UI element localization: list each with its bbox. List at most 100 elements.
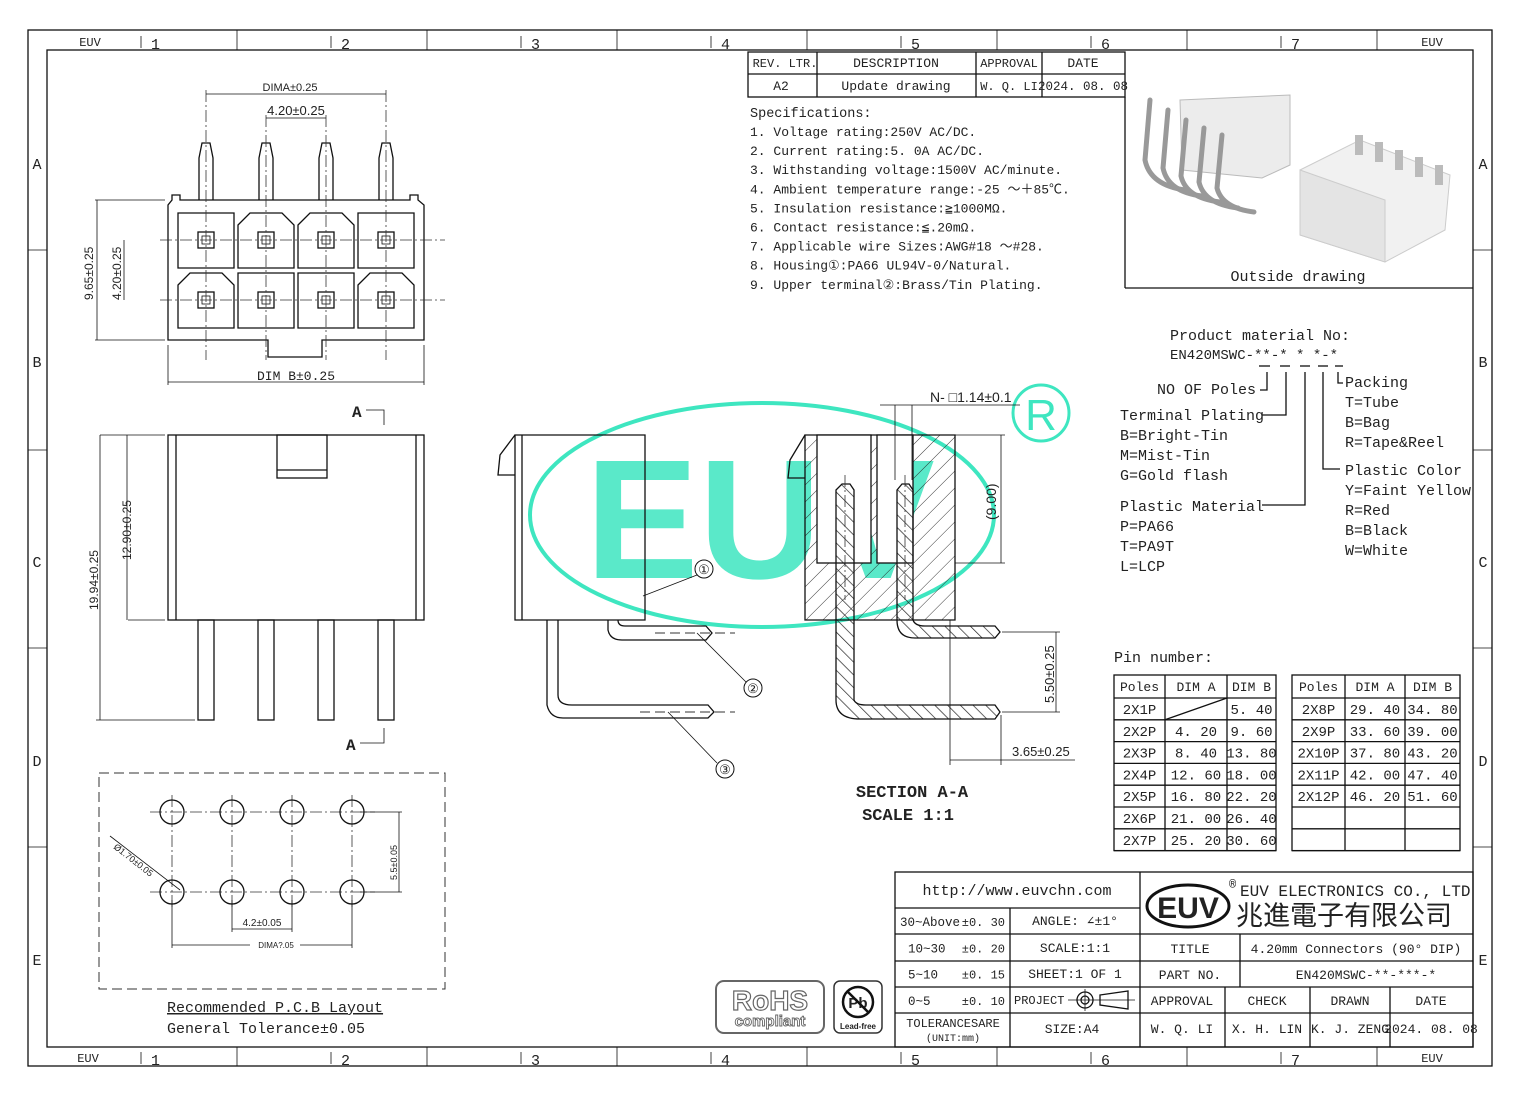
- logo-text: EUV: [1157, 892, 1219, 925]
- pin-table-title: Pin number:: [1114, 650, 1213, 667]
- tolerance-label: TOLERANCESARE: [906, 1017, 1000, 1031]
- pin-table-cell: 29. 40: [1350, 703, 1400, 719]
- zone-column-label: 5: [911, 1053, 920, 1070]
- plastic-material-option: L=LCP: [1120, 559, 1165, 576]
- pcb-hole: [219, 799, 245, 825]
- tolerance-range: 5~10: [908, 969, 938, 983]
- callout-2: ②: [747, 682, 759, 697]
- product-material-code-value: EN420MSWC-**-* * *-*: [1170, 348, 1338, 364]
- zone-row-label: B: [1478, 355, 1487, 372]
- specifications: Specifications: 1. Voltage rating:250V A…: [750, 107, 1070, 293]
- pin-table-header: Poles: [1299, 680, 1338, 695]
- zone-column-label: 1: [151, 37, 160, 54]
- side-profile-view: ① ② ③: [497, 434, 763, 779]
- euv-logo: EUV: [1145, 883, 1231, 929]
- zone-column-label: 1: [151, 1053, 160, 1070]
- part-no-label: PART NO.: [1159, 968, 1221, 983]
- company-name-cn: 兆進電子有限公司: [1236, 901, 1452, 931]
- website-url[interactable]: http://www.euvchn.com: [922, 883, 1111, 900]
- title-block: http://www.euvchn.com 30~Above±0. 3010~3…: [894, 871, 1478, 1048]
- terminal-plating-label: Terminal Plating: [1120, 408, 1264, 425]
- pin-table-cell: 9. 60: [1230, 725, 1272, 741]
- drawn-value: K. J. ZENG: [1311, 1022, 1389, 1037]
- pcb-hole-dia: Ø1.70±0.05: [112, 842, 155, 879]
- zone-row-label: E: [1478, 953, 1487, 970]
- pin-table-cell: 12. 60: [1171, 768, 1221, 784]
- pin-table-cell: 22. 20: [1226, 790, 1276, 806]
- pin-table-cell: 13. 80: [1226, 747, 1276, 763]
- cavity: [357, 272, 415, 329]
- cavity: [297, 272, 355, 329]
- description-header: DESCRIPTION: [853, 56, 939, 71]
- pcb-layout: 5.5±0.05 4.2±0.05 DIMA?.05 Ø1.70±0.05 Re…: [98, 772, 446, 1038]
- lead-free-badge: Pb Lead-free: [833, 980, 883, 1034]
- specifications-title: Specifications:: [750, 107, 872, 122]
- pin-table-cell: 2X7P: [1123, 834, 1157, 850]
- dim-b-label: DIM B±0.25: [257, 369, 335, 384]
- plastic-material-label: Plastic Material: [1120, 499, 1264, 516]
- specification-item: 9. Upper terminal②:Brass/Tin Plating.: [750, 278, 1043, 293]
- pin-table-header: DIM A: [1355, 680, 1394, 695]
- part-no-value: EN420MSWC-**-***-*: [1296, 968, 1436, 983]
- pin-table-cell: 30. 60: [1226, 834, 1276, 850]
- pin-table-cell: 2X4P: [1123, 768, 1157, 784]
- packing-label: Packing: [1345, 375, 1408, 392]
- approval-value: W. Q. LI: [1151, 1022, 1213, 1037]
- row-pitch-label: 4.20±0.25: [110, 246, 124, 300]
- unit-label: (UNIT:mm): [926, 1033, 980, 1045]
- corner-label: EUV: [79, 36, 101, 50]
- tolerance-range: 0~5: [908, 995, 931, 1009]
- date-value: 2024. 08. 08: [1384, 1022, 1478, 1037]
- terminal-plating-option: M=Mist-Tin: [1120, 448, 1210, 465]
- pin-table-cell: 39. 00: [1407, 725, 1457, 741]
- zone-row-label: B: [32, 355, 41, 372]
- approval-label: APPROVAL: [1151, 994, 1213, 1009]
- tolerance-range: 10~30: [908, 942, 946, 956]
- outside-drawing-label: Outside drawing: [1230, 269, 1365, 286]
- pin-square-dim: N- □1.14±0.1: [930, 389, 1012, 405]
- depth-dim: (9.00): [983, 483, 999, 520]
- pcb-tolerance: General Tolerance±0.05: [167, 1021, 365, 1038]
- corner-label: EUV: [1421, 1052, 1443, 1066]
- packing-option: T=Tube: [1345, 395, 1399, 412]
- pin-table-cell: 2X5P: [1123, 790, 1157, 806]
- check-label: CHECK: [1247, 994, 1286, 1009]
- plastic-material-option: P=PA66: [1120, 519, 1174, 536]
- plastic-color-option: B=Black: [1345, 523, 1408, 540]
- date-value: 2024. 08. 08: [1038, 80, 1128, 94]
- zone-row-label: C: [1478, 555, 1487, 572]
- pitch-dim-label: 4.20±0.25: [267, 103, 325, 118]
- pin-table-cell: 2X10P: [1297, 747, 1339, 763]
- pcb-dim-a: DIMA?.05: [258, 941, 294, 950]
- height-1994-label: 19.94±0.25: [87, 550, 101, 610]
- rev-value: A2: [773, 79, 789, 94]
- cavity: [357, 212, 415, 269]
- connector-photo-1: [1142, 94, 1291, 215]
- cavity: [297, 212, 355, 269]
- specification-item: 6. Contact resistance:≦.20mΩ.: [750, 221, 976, 236]
- dim-a-label: DIMA±0.25: [263, 82, 318, 94]
- section-title: SECTION A-A: [856, 784, 969, 803]
- scale-value: SCALE:1:1: [1040, 941, 1110, 956]
- pin-table-cell: 4. 20: [1175, 725, 1217, 741]
- company-name-en: EUV ELECTRONICS CO., LTD: [1240, 883, 1470, 901]
- height-965-label: 9.65±0.25: [82, 246, 96, 300]
- zone-column-label: 4: [721, 1053, 730, 1070]
- corner-label: EUV: [1421, 36, 1443, 50]
- offset-365-dim: 3.65±0.25: [1012, 744, 1070, 759]
- third-angle-projection-icon: [1068, 989, 1135, 1011]
- section-a-a-view: N- □1.14±0.1 (9.00) 5.50±0.25 3.65±0.25 …: [787, 389, 1075, 826]
- zone-column-label: 5: [911, 37, 920, 54]
- pin-table-cell: 2X3P: [1123, 747, 1157, 763]
- zone-column-label: 3: [531, 37, 540, 54]
- callout-1: ①: [698, 563, 710, 578]
- tolerance-value: ±0. 30: [962, 916, 1005, 930]
- zone-row-label: E: [32, 953, 41, 970]
- pin-table-cell: 5. 40: [1230, 703, 1272, 719]
- zone-column-label: 4: [721, 37, 730, 54]
- plastic-color-label: Plastic Color: [1345, 463, 1462, 480]
- check-value: X. H. LIN: [1232, 1022, 1302, 1037]
- tolerance-value: ±0. 20: [962, 942, 1005, 956]
